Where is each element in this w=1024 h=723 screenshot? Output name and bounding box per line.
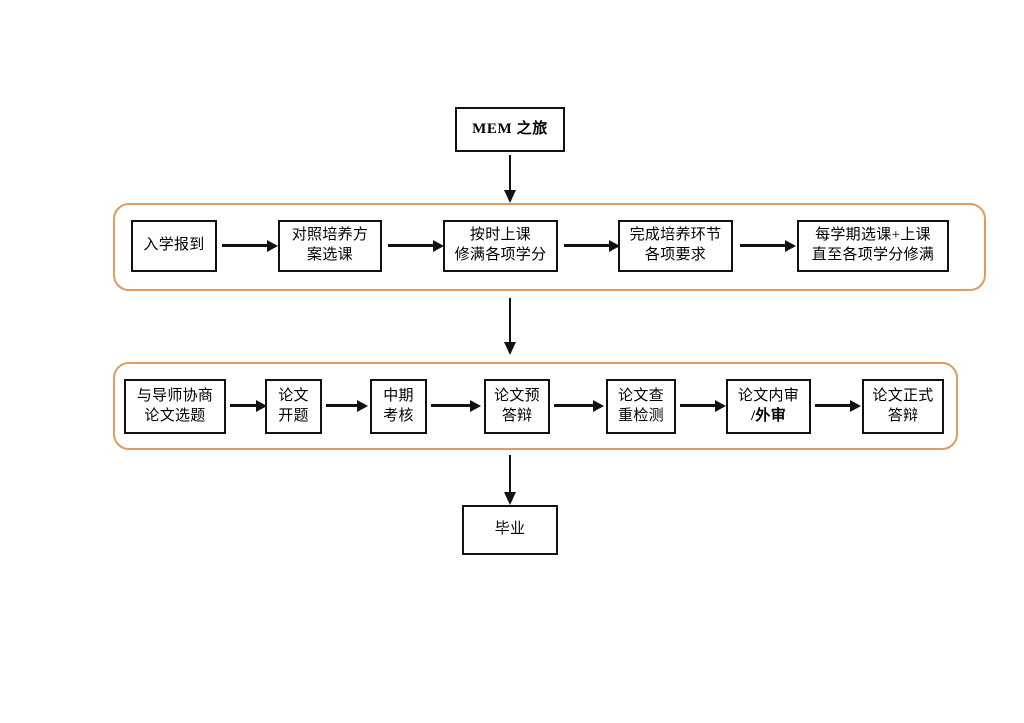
node-line: 答辩	[501, 407, 533, 424]
node-line: 按时上课	[469, 227, 532, 244]
arrow-shaft	[815, 404, 850, 408]
arrow-shaft	[680, 404, 715, 408]
node-graduation: 毕业	[462, 505, 558, 555]
node-line: 直至各项学分修满	[811, 247, 935, 263]
node-line: 论文预	[494, 387, 540, 404]
node-line: 与导师协商	[136, 387, 214, 404]
node-enroll: 入学报到	[131, 220, 217, 272]
arrow-shaft	[509, 298, 512, 342]
node-line: 论文	[278, 387, 309, 404]
node-internal-external-review: 论文内审 /外审	[726, 379, 811, 434]
node-select-courses: 对照培养方 案选课	[278, 220, 382, 272]
node-advisor-topic: 与导师协商 论文选题	[124, 379, 226, 434]
node-training-requirements: 完成培养环节 各项要求	[618, 220, 733, 272]
arrow-select-courses-to-attend-classes	[388, 239, 444, 253]
arrow-attend-classes-to-training-reqs	[564, 239, 620, 253]
arrow-title-to-stage-one	[503, 155, 517, 203]
node-attend-classes: 按时上课 修满各项学分	[443, 220, 558, 272]
node-line: 答辩	[887, 407, 919, 424]
arrow-shaft	[230, 404, 256, 408]
node-line: 论文内审	[737, 387, 800, 404]
arrow-head	[433, 239, 444, 252]
arrow-head	[609, 239, 620, 252]
node-each-semester: 每学期选课+上课 直至各项学分修满	[797, 220, 949, 272]
node-line: 重检测	[618, 407, 664, 424]
arrow-enroll-to-select-courses	[222, 239, 278, 253]
arrow-head	[503, 492, 516, 505]
node-final-defense: 论文正式 答辩	[862, 379, 944, 434]
node-pre-defense: 论文预 答辩	[484, 379, 550, 434]
arrow-training-reqs-to-each-semester	[740, 239, 796, 253]
arrow-plagiarism-to-review	[680, 399, 726, 413]
arrow-shaft	[554, 404, 593, 408]
arrow-head	[256, 399, 267, 412]
arrow-pre-defense-to-plagiarism	[554, 399, 604, 413]
arrow-shaft	[326, 404, 357, 408]
node-line: MEM 之旅	[472, 120, 548, 137]
node-line: 论文查	[618, 387, 664, 404]
arrow-head	[785, 239, 796, 252]
node-line: 案选课	[307, 247, 353, 263]
node-line: 每学期选课+上课	[815, 227, 931, 244]
node-proposal: 论文 开题	[265, 379, 322, 434]
node-midterm-assessment: 中期 考核	[370, 379, 427, 434]
arrow-head	[503, 342, 516, 355]
arrow-stage-two-to-graduation	[503, 455, 517, 505]
arrow-head	[267, 239, 278, 252]
arrow-shaft	[431, 404, 470, 408]
node-line: 开题	[278, 407, 309, 424]
arrow-head	[470, 399, 481, 412]
node-line: 修满各项学分	[454, 247, 547, 263]
arrow-proposal-to-midterm	[326, 399, 368, 413]
arrow-advisor-topic-to-proposal	[230, 399, 267, 413]
arrow-midterm-to-pre-defense	[431, 399, 481, 413]
arrow-review-to-final-defense	[815, 399, 861, 413]
arrow-head	[503, 190, 516, 203]
arrow-shaft	[740, 244, 785, 248]
node-mem-journey: MEM 之旅	[455, 107, 565, 152]
node-line: 对照培养方	[291, 227, 369, 244]
arrow-shaft	[509, 455, 512, 492]
node-line: 毕业	[494, 521, 526, 538]
node-line: 论文选题	[144, 407, 206, 424]
node-line: 中期	[383, 387, 414, 404]
arrow-stage-one-to-stage-two	[503, 298, 517, 356]
arrow-shaft	[388, 244, 433, 248]
node-line: 入学报到	[143, 237, 205, 254]
node-line: 论文正式	[872, 387, 934, 404]
arrow-shaft	[222, 244, 267, 248]
arrow-shaft	[509, 155, 512, 190]
arrow-head	[850, 399, 861, 412]
node-line: 各项要求	[644, 247, 707, 263]
node-line: /外审	[750, 407, 787, 424]
group-thesis-stage	[113, 362, 958, 450]
node-plagiarism-check: 论文查 重检测	[606, 379, 676, 434]
node-line: 完成培养环节	[629, 227, 722, 244]
arrow-head	[593, 399, 604, 412]
arrow-shaft	[564, 244, 609, 248]
node-line: 考核	[383, 407, 414, 424]
group-coursework-stage	[113, 203, 986, 291]
arrow-head	[357, 399, 368, 412]
arrow-head	[715, 399, 726, 412]
